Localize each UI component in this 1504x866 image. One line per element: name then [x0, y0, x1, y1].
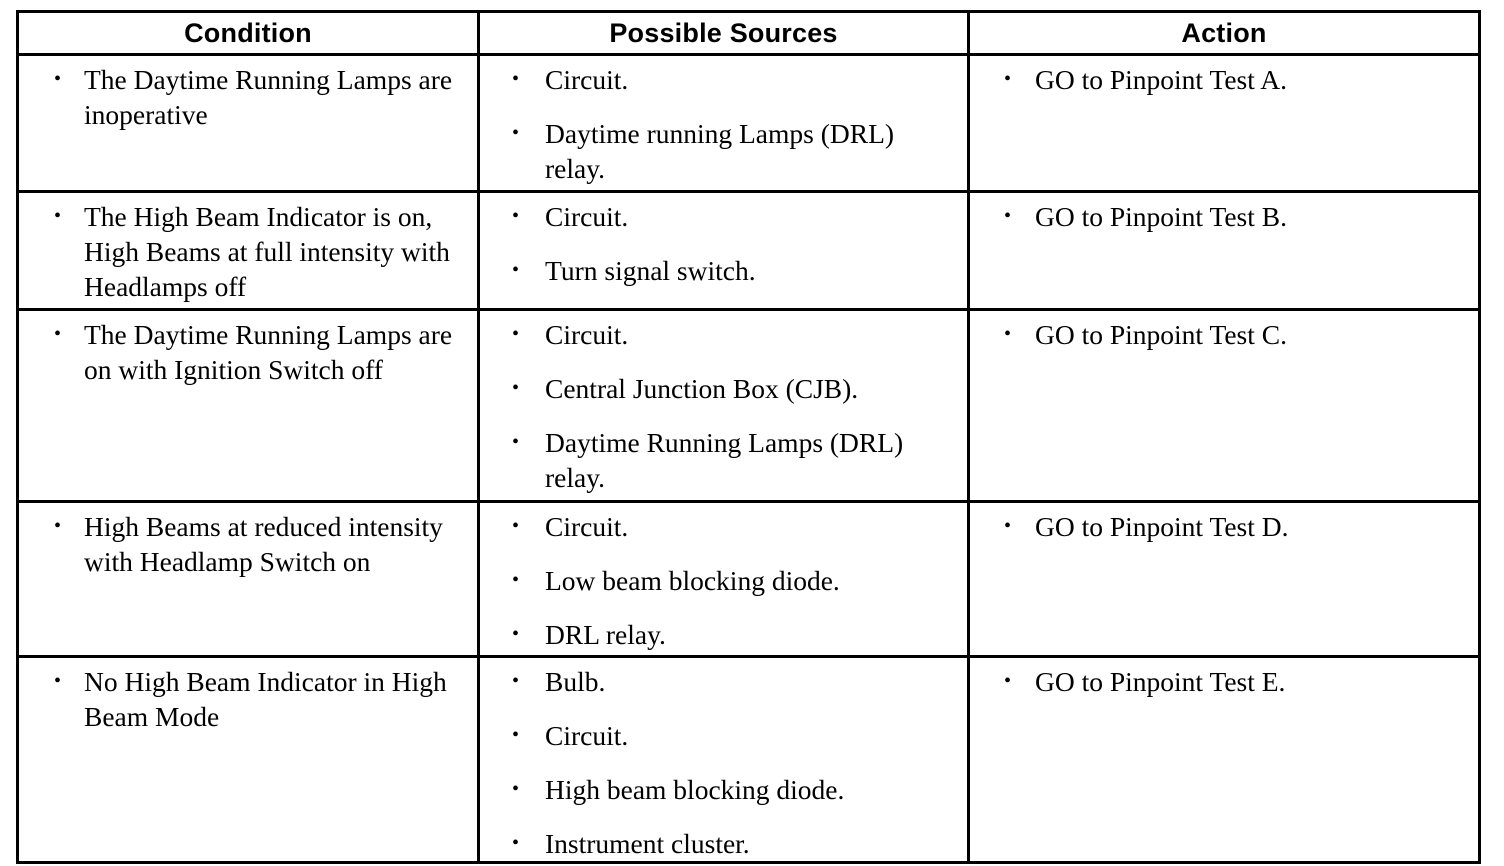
action-text: GO to Pinpoint Test C.: [1035, 319, 1287, 350]
condition-cell: • No High Beam Indicator in High Beam Mod…: [16, 655, 480, 864]
bullet-icon: •: [512, 724, 520, 746]
symptom-chart-table: Condition Possible Sources Action • The D…: [16, 10, 1481, 864]
bullet-icon: •: [512, 68, 520, 90]
bullet-icon: •: [512, 205, 520, 227]
table-row: • The Daytime Running Lamps are on with I…: [16, 308, 1481, 503]
condition-cell: • The Daytime Running Lamps are inoperati…: [16, 53, 480, 193]
condition-text: The Daytime Running Lamps are inoperativ…: [84, 64, 453, 130]
list-item: • GO to Pinpoint Test A.: [970, 62, 1468, 97]
sources-cell: • Circuit. • Turn signal switch.: [477, 190, 970, 311]
list-item: • Daytime Running Lamps (DRL) relay.: [480, 425, 957, 495]
sources-cell: • Circuit. • Central Junction Box (CJB). •…: [477, 308, 970, 503]
source-text: Turn signal switch.: [545, 255, 756, 286]
table-header-row: Condition Possible Sources Action: [16, 10, 1481, 56]
action-cell: • GO to Pinpoint Test C.: [967, 308, 1481, 503]
list-item: • Instrument cluster.: [480, 826, 957, 861]
bullet-icon: •: [512, 778, 520, 800]
action-cell: • GO to Pinpoint Test A.: [967, 53, 1481, 193]
list-item: • Circuit.: [480, 62, 957, 97]
condition-cell: • The High Beam Indicator is on, High Bea…: [16, 190, 480, 311]
bullet-icon: •: [54, 205, 62, 227]
bullet-icon: •: [1004, 515, 1012, 537]
condition-text: The High Beam Indicator is on, High Beam…: [84, 201, 450, 302]
list-item: • The Daytime Running Lamps are on with I…: [19, 317, 467, 387]
list-item: • High beam blocking diode.: [480, 772, 957, 807]
bullet-icon: •: [54, 323, 62, 345]
bullet-icon: •: [1004, 323, 1012, 345]
source-text: Low beam blocking diode.: [545, 565, 840, 596]
condition-cell: • The Daytime Running Lamps are on with I…: [16, 308, 480, 503]
sources-cell: • Circuit. • Low beam blocking diode. • DRL…: [477, 500, 970, 658]
action-cell: • GO to Pinpoint Test D.: [967, 500, 1481, 658]
condition-text: No High Beam Indicator in High Beam Mode: [84, 666, 447, 732]
source-text: High beam blocking diode.: [545, 774, 845, 805]
bullet-icon: •: [512, 122, 520, 144]
source-text: Circuit.: [545, 720, 629, 751]
condition-text: High Beams at reduced intensity with Hea…: [84, 511, 443, 577]
list-item: • Central Junction Box (CJB).: [480, 371, 957, 406]
list-item: • The High Beam Indicator is on, High Bea…: [19, 199, 467, 304]
condition-text: The Daytime Running Lamps are on with Ig…: [84, 319, 453, 385]
bullet-icon: •: [512, 515, 520, 537]
list-item: • Circuit.: [480, 718, 957, 753]
list-item: • Circuit.: [480, 317, 957, 352]
bullet-icon: •: [1004, 670, 1012, 692]
bullet-icon: •: [512, 259, 520, 281]
source-text: DRL relay.: [545, 619, 666, 650]
list-item: • The Daytime Running Lamps are inoperati…: [19, 62, 467, 132]
list-item: • Low beam blocking diode.: [480, 563, 957, 598]
bullet-icon: •: [54, 68, 62, 90]
bullet-icon: •: [512, 670, 520, 692]
list-item: • Turn signal switch.: [480, 253, 957, 288]
list-item: • GO to Pinpoint Test B.: [970, 199, 1468, 234]
source-text: Daytime Running Lamps (DRL) relay.: [545, 427, 904, 493]
bullet-icon: •: [512, 569, 520, 591]
source-text: Circuit.: [545, 319, 629, 350]
bullet-icon: •: [512, 377, 520, 399]
bullet-icon: •: [1004, 68, 1012, 90]
list-item: • Circuit.: [480, 509, 957, 544]
action-text: GO to Pinpoint Test B.: [1035, 201, 1287, 232]
bullet-icon: •: [512, 623, 520, 645]
header-condition: Condition: [16, 10, 480, 56]
header-action: Action: [967, 10, 1481, 56]
action-text: GO to Pinpoint Test A.: [1035, 64, 1287, 95]
table-row: • The High Beam Indicator is on, High Bea…: [16, 190, 1481, 311]
bullet-icon: •: [512, 832, 520, 854]
action-text: GO to Pinpoint Test E.: [1035, 666, 1286, 697]
action-text: GO to Pinpoint Test D.: [1035, 511, 1289, 542]
sources-cell: • Bulb. • Circuit. • High beam blocking dio…: [477, 655, 970, 864]
source-text: Central Junction Box (CJB).: [545, 373, 859, 404]
list-item: • GO to Pinpoint Test D.: [970, 509, 1468, 544]
list-item: • GO to Pinpoint Test C.: [970, 317, 1468, 352]
bullet-icon: •: [54, 670, 62, 692]
source-text: Circuit.: [545, 64, 629, 95]
list-item: • DRL relay.: [480, 617, 957, 652]
bullet-icon: •: [512, 431, 520, 453]
list-item: • No High Beam Indicator in High Beam Mod…: [19, 664, 467, 734]
condition-cell: • High Beams at reduced intensity with He…: [16, 500, 480, 658]
source-text: Bulb.: [545, 666, 606, 697]
source-text: Instrument cluster.: [545, 828, 750, 859]
sources-cell: • Circuit. • Daytime running Lamps (DRL) r…: [477, 53, 970, 193]
header-possible-sources: Possible Sources: [477, 10, 970, 56]
list-item: • Circuit.: [480, 199, 957, 234]
list-item: • High Beams at reduced intensity with He…: [19, 509, 467, 579]
source-text: Daytime running Lamps (DRL) relay.: [545, 118, 895, 184]
bullet-icon: •: [1004, 205, 1012, 227]
bullet-icon: •: [54, 515, 62, 537]
list-item: • GO to Pinpoint Test E.: [970, 664, 1468, 699]
source-text: Circuit.: [545, 201, 629, 232]
table-row: • No High Beam Indicator in High Beam Mod…: [16, 655, 1481, 864]
table-row: • The Daytime Running Lamps are inoperati…: [16, 53, 1481, 193]
table-row: • High Beams at reduced intensity with He…: [16, 500, 1481, 658]
bullet-icon: •: [512, 323, 520, 345]
list-item: • Daytime running Lamps (DRL) relay.: [480, 116, 957, 186]
source-text: Circuit.: [545, 511, 629, 542]
list-item: • Bulb.: [480, 664, 957, 699]
action-cell: • GO to Pinpoint Test E.: [967, 655, 1481, 864]
action-cell: • GO to Pinpoint Test B.: [967, 190, 1481, 311]
